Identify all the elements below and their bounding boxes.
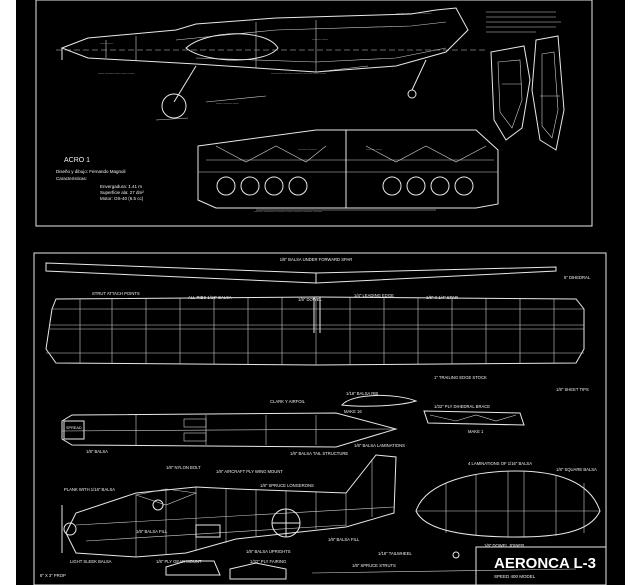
label-balsa-uprights: 1/8" BALSA UPRIGHTS xyxy=(246,549,291,554)
label-balsa-8: 1/8" BALSA xyxy=(86,449,108,454)
acro-credit-designer: Diseño y dibujo: Fernando Magnoli xyxy=(56,169,126,174)
aeronca-plan-border xyxy=(33,252,607,585)
plan-sheet-acro: —— ——— —— —— —— —— —— ——— —— ——— ——— ———… xyxy=(16,0,625,243)
svg-text:——— ———: ——— ——— xyxy=(298,147,317,151)
label-balsa-fill: 1/8" BALSA FILL xyxy=(136,529,168,534)
label-balsa-rib: 1/16" BALSA RIB xyxy=(346,391,378,396)
label-strut-attach: STRUT ATTACH POINTS xyxy=(92,291,140,296)
acro-credit-features: Caracteristicas: xyxy=(56,176,87,181)
label-all-ribs: ALL RIBS 1/16" BALSA xyxy=(188,295,232,300)
label-plank: PLANK WITH 1/16" BALSA xyxy=(64,487,115,492)
acro-spec-notes xyxy=(486,11,561,33)
label-lamination-4: 4 LAMINATIONS OF 1/16" BALSA xyxy=(468,461,532,466)
stabilizer-side xyxy=(61,412,398,448)
svg-text:——— ——: ——— —— xyxy=(312,37,328,41)
svg-text:——— —— ——— ———: ——— —— ——— ——— xyxy=(396,11,432,15)
label-prop: 8" X 3" PROP xyxy=(40,573,66,578)
label-aircraft-ply: 1/8" AIRCRAFT PLY WING MOUNT xyxy=(216,469,283,474)
label-tail-structure: 1/8" BALSA TAIL STRUCTURE xyxy=(290,451,348,456)
clark-y-airfoil xyxy=(341,394,418,407)
label-tailwheel: 1/16" TAILWHEEL xyxy=(378,551,413,556)
label-spruce-longerons: 1/8" SPRUCE LONGERONS xyxy=(260,483,314,488)
wing-plan xyxy=(45,296,585,366)
acro-spec-motor: Motor: OS-40 (6.5 cc) xyxy=(100,196,144,201)
label-square-balsa: 1/8" SQUARE BALSA xyxy=(556,467,597,472)
label-dihedral-brace: 1/32" PLY DIHEDRAL BRACE xyxy=(434,404,490,409)
aeronca-plan-drawing: 1/8" BALSA UNDER FORWARD SPAR 5" DIHEDRA… xyxy=(33,252,607,585)
label-light-sheet: LIGHT SLEEK BALSA xyxy=(70,559,112,564)
svg-text:———— ——— ——— ——— —— ——: ———— ——— ——— ——— —— —— xyxy=(271,71,326,75)
acro-wing-plan xyxy=(197,129,499,211)
label-sheet-tips: 1/8" SHEET TIPS xyxy=(556,387,589,392)
svg-text:—— ——: —— —— xyxy=(100,41,113,45)
horizontal-stab-plan xyxy=(415,470,601,538)
acro-plan-border xyxy=(35,0,593,227)
plan-sheet-aeronca: 1/8" BALSA UNDER FORWARD SPAR 5" DIHEDRA… xyxy=(16,243,625,585)
acro-spec-span: Envergadura: 1.41 m xyxy=(100,184,142,189)
label-trailing-edge: 1" TRAILING EDGE STOCK xyxy=(434,375,487,380)
acro-wheel xyxy=(161,93,187,119)
acro-annotations: —— ——— —— —— —— —— —— ——— —— ——— ——— ———… xyxy=(98,11,432,213)
label-balsa-fill-2: 1/8" BALSA FILL xyxy=(328,537,360,542)
acro-tail-tips xyxy=(490,35,565,151)
label-nylon-bolt: 1/8" NYLON BOLT xyxy=(166,465,201,470)
label-under-spar: 1/8" BALSA UNDER FORWARD SPAR xyxy=(280,257,353,262)
title-subtitle: SPEED 400 MODEL xyxy=(494,574,536,579)
acro-title: ACRO 1 xyxy=(64,157,90,164)
label-make-1: MAKE 1 xyxy=(468,429,484,434)
acro-tailwheel xyxy=(407,89,417,99)
label-ply-gear: 1/8" PLY GEAR MOUNT xyxy=(156,559,202,564)
svg-text:—— ——— —— —— ——: —— ——— —— —— —— xyxy=(98,71,134,75)
acro-plan-drawing: —— ——— —— —— —— —— —— ——— —— ——— ——— ———… xyxy=(35,0,593,227)
title-aeronca: AERONCA L-3 xyxy=(494,555,596,572)
label-spruce-struts: 1/8" SPRUCE STRUTS xyxy=(352,563,396,568)
label-spread: SPREAD xyxy=(66,426,82,430)
title-block: AERONCA L-3 SPEED 400 MODEL xyxy=(475,546,607,585)
label-lamination: 1/8" BALSA LAMINATIONS xyxy=(354,443,405,448)
wing-dihedral-view xyxy=(45,262,557,284)
label-dihedral: 5" DIHEDRAL xyxy=(564,275,591,280)
svg-text:——— ———— ——— —— ——— ——— ———: ——— ———— ——— —— ——— ——— ——— xyxy=(254,209,322,213)
label-dowel-joiner: 1/8" DOWEL JOINER xyxy=(484,543,524,548)
label-spar: 1/8" X 1/4" SPAR xyxy=(426,295,458,300)
label-clark-y: CLARK Y AIRFOIL xyxy=(270,399,306,404)
acro-fuselage-side xyxy=(60,7,469,121)
svg-text:—— ——— ——: —— ——— —— xyxy=(216,101,239,105)
landing-gear-parts xyxy=(165,551,577,580)
label-dowel: 1/8" DOWEL xyxy=(298,297,322,302)
svg-text:——— ——: ——— —— xyxy=(366,147,382,151)
acro-spec-area: Superficie ala: 27 dm² xyxy=(100,190,144,195)
label-leading-edge: 1/4" LEADING EDGE xyxy=(354,293,394,298)
dihedral-brace xyxy=(423,410,525,426)
fuselage-side xyxy=(61,454,397,558)
label-make-16: MAKE 16 xyxy=(344,409,362,414)
label-ply-fairing: 1/32" PLY FAIRING xyxy=(250,559,286,564)
